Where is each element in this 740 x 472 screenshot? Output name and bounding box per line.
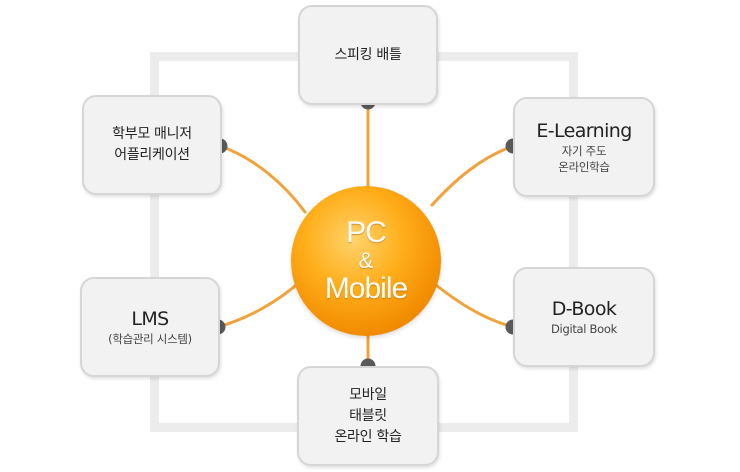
elearning-sub1: 자기 주도 — [561, 144, 607, 158]
center-line-ampersand: & — [358, 248, 374, 273]
dbook-sub: Digital Book — [551, 322, 617, 336]
node-dbook: D-Book Digital Book — [513, 267, 655, 367]
node-elearning: E-Learning 자기 주도 온라인학습 — [513, 97, 655, 197]
connector-lower-left — [216, 278, 304, 329]
elearning-sub2: 온라인학습 — [558, 160, 610, 174]
speaking-battle-label: 스피킹 배틀 — [334, 46, 402, 63]
node-lms: LMS (학습관리 시스템) — [80, 277, 220, 377]
elearning-title: E-Learning — [536, 120, 632, 142]
mobile-line1: 모바일 — [349, 386, 387, 403]
parent-app-line1: 학부모 매니저 — [112, 126, 192, 142]
center-hub-circle: PC & Mobile — [291, 186, 441, 336]
connector-upper-left — [218, 144, 307, 214]
connector-upper-right — [430, 144, 515, 207]
node-speaking-battle: 스피킹 배틀 — [298, 5, 438, 105]
connector-lower-right — [430, 280, 515, 329]
parent-app-line2: 어플리케이션 — [114, 147, 190, 163]
node-mobile-tablet: 모바일 태블릿 온라인 학습 — [297, 366, 439, 466]
lms-title: LMS — [131, 308, 169, 330]
center-line-pc: PC — [346, 216, 387, 249]
node-parent-manager-app: 학부모 매니저 어플리케이션 — [82, 95, 222, 195]
mobile-line3: 온라인 학습 — [334, 428, 402, 445]
dbook-title: D-Book — [551, 298, 617, 320]
center-line-mobile: Mobile — [324, 272, 408, 305]
lms-sub: (학습관리 시스템) — [108, 332, 192, 346]
mobile-line2: 태블릿 — [349, 407, 387, 424]
